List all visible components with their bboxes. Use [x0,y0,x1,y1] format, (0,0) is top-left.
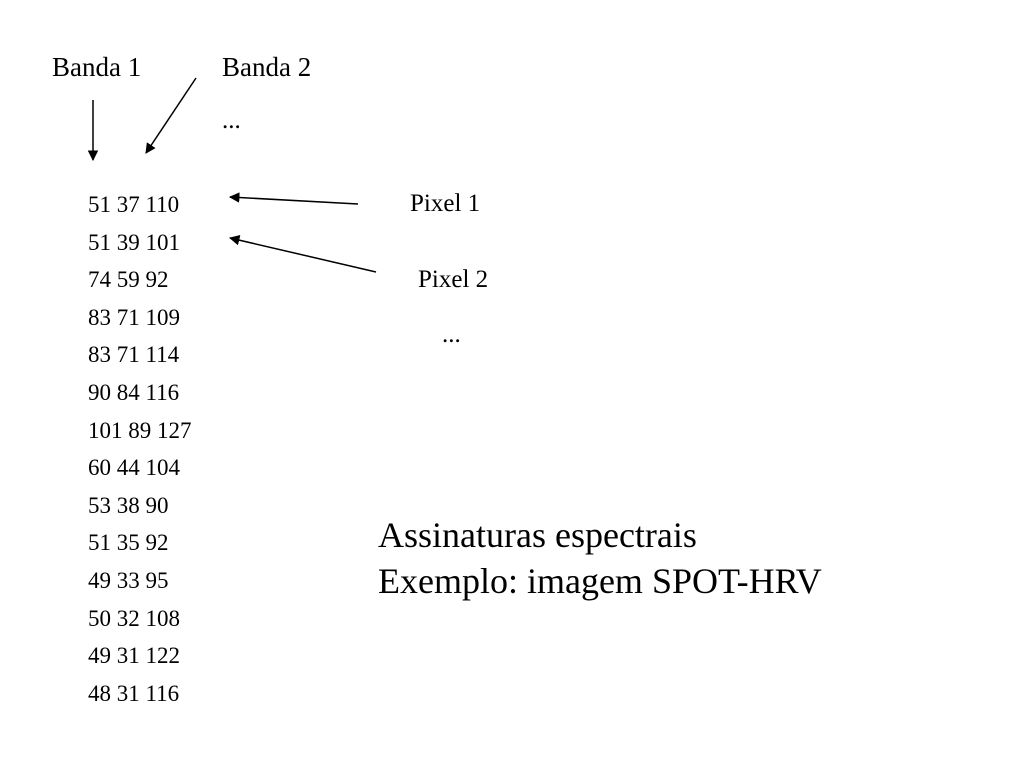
pixel-value-row: 83 71 109 [88,304,180,330]
pixel-value-row: 83 71 114 [88,342,180,368]
band-2-label: Banda 2 [222,52,312,82]
caption-subtitle: Exemplo: imagem SPOT-HRV [378,561,822,601]
pixel-value-row: 51 39 101 [88,229,180,255]
pixel-value-row: 101 89 127 [88,417,192,443]
pixel-value-row: 51 37 110 [88,192,180,217]
pixel-value-row: 49 33 95 [88,567,169,593]
pixel-value-row: 50 32 108 [88,605,180,631]
pixel-value-row: 48 31 116 [88,680,180,706]
pixel-1-arrow [228,192,359,205]
pixel-1-label: Pixel 1 [410,190,481,217]
pixel-values-list: 51 37 110 51 39 101 74 59 92 83 71 109 83 71… [88,186,192,712]
band-ellipsis: ... [222,107,241,134]
band-1-label: Banda 1 [52,52,142,82]
pixel-2-arrow [228,235,377,273]
pixel-value-row: 53 38 90 [88,492,169,518]
pixel-value-row: 90 84 116 [88,379,180,405]
band-2-arrow [145,77,197,154]
slide-caption: Assinaturas espectrais Exemplo: imagem S… [378,512,822,604]
caption-title: Assinaturas espectrais [378,515,697,555]
pixel-value-row: 51 35 92 [88,530,169,556]
pixel-value-row: 49 31 122 [88,643,180,669]
pixel-2-label: Pixel 2 [418,266,489,293]
pixel-value-row: 60 44 104 [88,455,180,481]
pixel-ellipsis: ... [442,321,461,348]
pixel-value-row: 74 59 92 [88,267,169,293]
